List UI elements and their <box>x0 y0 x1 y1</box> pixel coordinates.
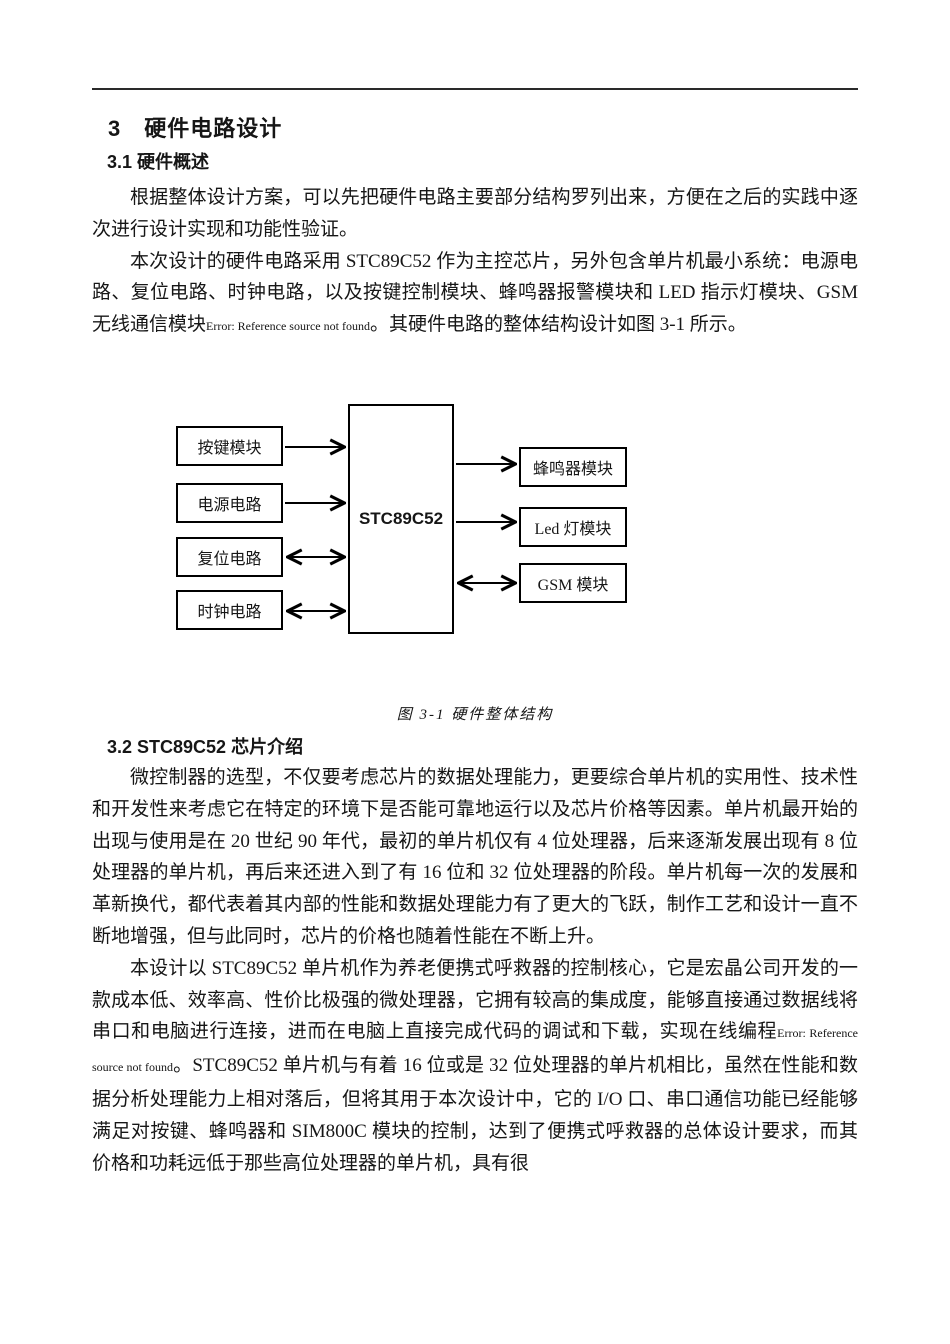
paragraph-hardware-composition-text: 本次设计的硬件电路采用 STC89C52 作为主控芯片，另外包含单片机最小系统：… <box>92 250 858 336</box>
figure-caption: 图 3-1 硬件整体结构 <box>396 707 554 723</box>
paragraph-mcu-history: 微控制器的选型，不仅要考虑芯片的数据处理能力，更要综合单片机的实用性、技术性和开… <box>92 767 858 947</box>
text-block-chip-intro: 微控制器的选型，不仅要考虑芯片的数据处理能力，更要综合单片机的实用性、技术性和开… <box>92 762 858 1179</box>
paragraph-mcu-choice: 本设计以 STC89C52 单片机作为养老便携式呼救器的控制核心，它是宏晶公司开… <box>92 953 858 1180</box>
diagram-box-mcu: STC89C52 <box>348 404 454 634</box>
figure-block-diagram: 按键模块 电源电路 复位电路 时钟电路 STC89C52 蜂鸣器模块 Led 灯… <box>150 395 800 660</box>
diagram-arrows <box>285 395 800 660</box>
diagram-box-led-module: Led 灯模块 <box>519 507 627 547</box>
diagram-box-power-circuit: 电源电路 <box>176 483 283 523</box>
paragraph-hardware-composition-tail: 。其硬件电路的整体结构设计如图 3-1 所示。 <box>369 314 747 336</box>
paragraph-mcu-choice-tail: 。STC89C52 单片机与有着 16 位或是 32 位处理器的单片机相比，虽然… <box>92 1055 858 1174</box>
paragraph-overview: 根据整体设计方案，可以先把硬件电路主要部分结构罗列出来，方便在之后的实践中逐次进… <box>92 187 858 240</box>
diagram-box-buzzer-module: 蜂鸣器模块 <box>519 447 627 487</box>
paragraph-hardware-composition: 本次设计的硬件电路采用 STC89C52 作为主控芯片，另外包含单片机最小系统：… <box>92 246 858 343</box>
header-rule <box>92 88 858 90</box>
diagram-box-button-module: 按键模块 <box>176 426 283 466</box>
reference-error-field-1: Error: Reference source not found <box>206 319 370 334</box>
chapter-heading: 3 硬件电路设计 <box>108 116 283 141</box>
diagram-box-clock-circuit: 时钟电路 <box>176 590 283 630</box>
section-heading-3-1: 3.1 硬件概述 <box>107 152 210 172</box>
reference-error-field-2: Error: Reference source not found <box>92 1026 858 1075</box>
section-heading-3-2: 3.2 STC89C52 芯片介绍 <box>107 737 304 757</box>
diagram-box-reset-circuit: 复位电路 <box>176 537 283 577</box>
text-block-overview: 根据整体设计方案，可以先把硬件电路主要部分结构罗列出来，方便在之后的实践中逐次进… <box>92 182 858 343</box>
paragraph-mcu-choice-text: 本设计以 STC89C52 单片机作为养老便携式呼救器的控制核心，它是宏晶公司开… <box>92 957 858 1043</box>
diagram-box-gsm-module: GSM 模块 <box>519 563 627 603</box>
